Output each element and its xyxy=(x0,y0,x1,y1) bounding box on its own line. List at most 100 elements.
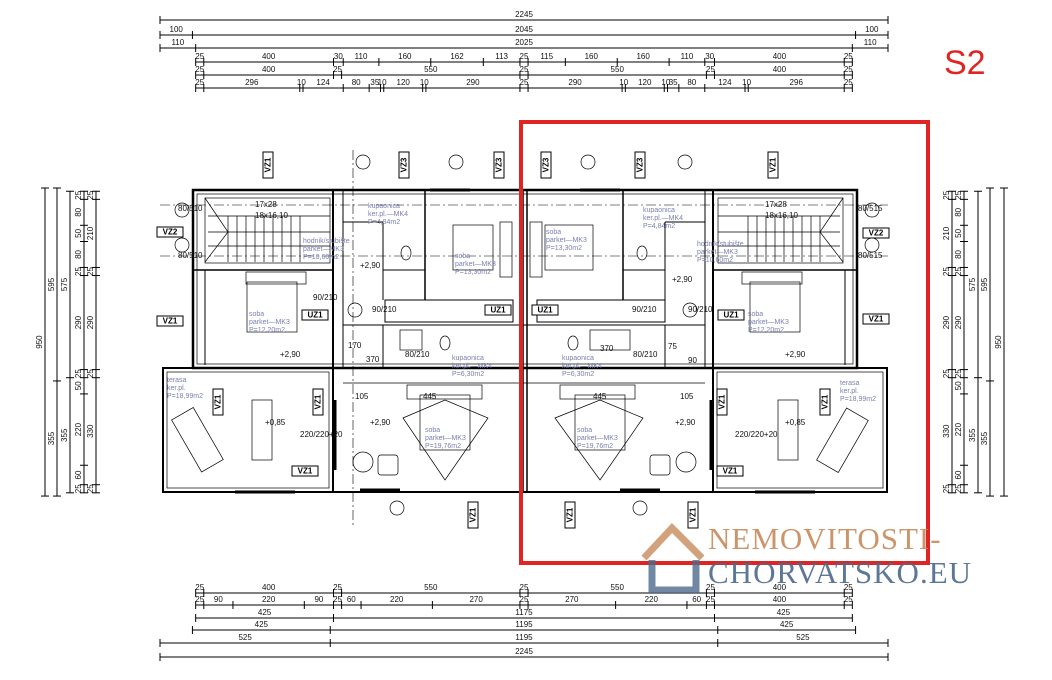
room-floor: parket—MK3 xyxy=(455,261,496,268)
dimension-value: 120 xyxy=(397,78,411,87)
room-area: P=4,84m2 xyxy=(368,219,400,226)
dimension-value: 355 xyxy=(60,428,69,442)
dimension-value: 25 xyxy=(844,65,853,74)
stairs xyxy=(204,197,844,264)
dimension-value: 270 xyxy=(469,595,483,604)
plan-annotation: +0,85 xyxy=(265,418,286,427)
watermark-line1: NEMOVITOSTI- xyxy=(708,521,942,556)
dimension-value: 550 xyxy=(611,65,625,74)
dimension-value: 25 xyxy=(195,52,204,61)
stair-riser: 17x28 xyxy=(255,200,277,209)
dimension-value: 290 xyxy=(86,315,95,329)
dimension-value: 575 xyxy=(968,277,977,291)
element-tag: VZ3 xyxy=(398,151,410,179)
dimension-value: 2025 xyxy=(515,38,533,47)
dimension-value: 595 xyxy=(47,277,56,291)
dimension-value: 25 xyxy=(954,267,963,276)
watermark-logo: NEMOVITOSTI- CHORVATSKO.EU xyxy=(640,518,980,593)
plan-annotation: 445 xyxy=(423,392,437,401)
room-floor: ker.pl.—MK4 xyxy=(368,211,408,218)
plan-annotation: +2,90 xyxy=(360,261,381,270)
dimension-value: 60 xyxy=(692,595,701,604)
plan-annotation: 80/510 xyxy=(178,204,203,213)
room-name: soba xyxy=(455,253,470,260)
dimension-value: 60 xyxy=(74,470,83,479)
room-area: P=18,99m2 xyxy=(840,396,876,403)
plan-annotation: +2,90 xyxy=(672,275,693,284)
dimension-value: 290 xyxy=(954,315,963,329)
plan-annotation: 80/210 xyxy=(405,350,430,359)
dimension-value: 25 xyxy=(954,369,963,378)
dimension-value: 110 xyxy=(171,38,184,47)
tag-label: VZ1 xyxy=(214,394,223,409)
tag-label: UZ1 xyxy=(537,306,553,315)
room-floor: parket—MK3 xyxy=(748,319,789,326)
dimension-value: 400 xyxy=(773,65,787,74)
dimension-value: 270 xyxy=(565,595,579,604)
dimension-value: 355 xyxy=(980,431,989,445)
dimension-value: 950 xyxy=(35,335,44,349)
dimension-value: 425 xyxy=(780,620,794,629)
dimension-value: 80 xyxy=(687,78,696,87)
room-name: soba xyxy=(546,229,561,236)
tag-label: VZ3 xyxy=(495,157,504,172)
room-labels: hodnik/stubišteparket—MK3P=10,60m2kupaon… xyxy=(167,203,876,450)
element-tag: VZ1 xyxy=(467,501,479,529)
dimension-value: 425 xyxy=(258,608,272,617)
dimension-value: 400 xyxy=(262,583,276,592)
room-area: P=19,76m2 xyxy=(577,443,613,450)
room-name: soba xyxy=(249,311,264,318)
tag-label: VZ3 xyxy=(400,157,409,172)
dimension-value: 110 xyxy=(864,38,877,47)
dimension-value: 90 xyxy=(314,595,323,604)
element-tag: UZ1 xyxy=(717,309,745,321)
dimension-value: 25 xyxy=(942,484,951,493)
dimension-value: 30 xyxy=(334,52,343,61)
element-tag: UZ1 xyxy=(531,304,559,316)
dimension-value: 50 xyxy=(74,228,83,237)
plan-annotation: 105 xyxy=(680,392,694,401)
tag-label: VZ1 xyxy=(264,157,273,172)
plan-annotation: 105 xyxy=(355,392,369,401)
dimension-value: 220 xyxy=(954,422,963,436)
room-name: hodnik/stubište xyxy=(697,241,744,248)
dimension-value: 10 xyxy=(742,78,751,87)
tag-label: VZ1 xyxy=(566,507,575,522)
dimension-value: 400 xyxy=(262,52,276,61)
plan-annotation: 370 xyxy=(600,344,614,353)
room-area: P=18,99m2 xyxy=(167,393,203,400)
plan-annotation: 90 xyxy=(688,356,697,365)
room-name: soba xyxy=(748,311,763,318)
dimension-value: 525 xyxy=(238,633,252,642)
plan-annotation: 220/220+20 xyxy=(300,430,343,439)
room-floor: ker.pl.—MK4 xyxy=(562,363,602,370)
element-tag: VZ1 xyxy=(716,465,744,477)
tag-label: VZ1 xyxy=(769,157,778,172)
tag-label: VZ2 xyxy=(869,229,884,238)
dimension-value: 10 xyxy=(619,78,628,87)
plan-annotation: 90/210 xyxy=(372,305,397,314)
plan-annotation: 75 xyxy=(668,342,677,351)
plan-annotation: 370 xyxy=(366,355,380,364)
plan-annotation: +2,90 xyxy=(785,350,806,359)
dimension-value: 110 xyxy=(355,52,368,61)
dimension-value: 400 xyxy=(262,65,276,74)
room-area: P=12,20m2 xyxy=(249,327,285,334)
dimension-value: 25 xyxy=(195,595,204,604)
dimension-value: 25 xyxy=(333,595,342,604)
element-tag: UZ1 xyxy=(301,309,329,321)
dimension-value: 25 xyxy=(520,52,529,61)
plan-annotation: +2,90 xyxy=(280,350,301,359)
room-name: kupaonica xyxy=(562,355,594,362)
room-floor: parket—MK3 xyxy=(546,237,587,244)
plan-annotation: +0,85 xyxy=(785,418,806,427)
tag-label: UZ1 xyxy=(723,311,739,320)
watermark-line2: CHORVATSKO.EU xyxy=(708,555,973,590)
